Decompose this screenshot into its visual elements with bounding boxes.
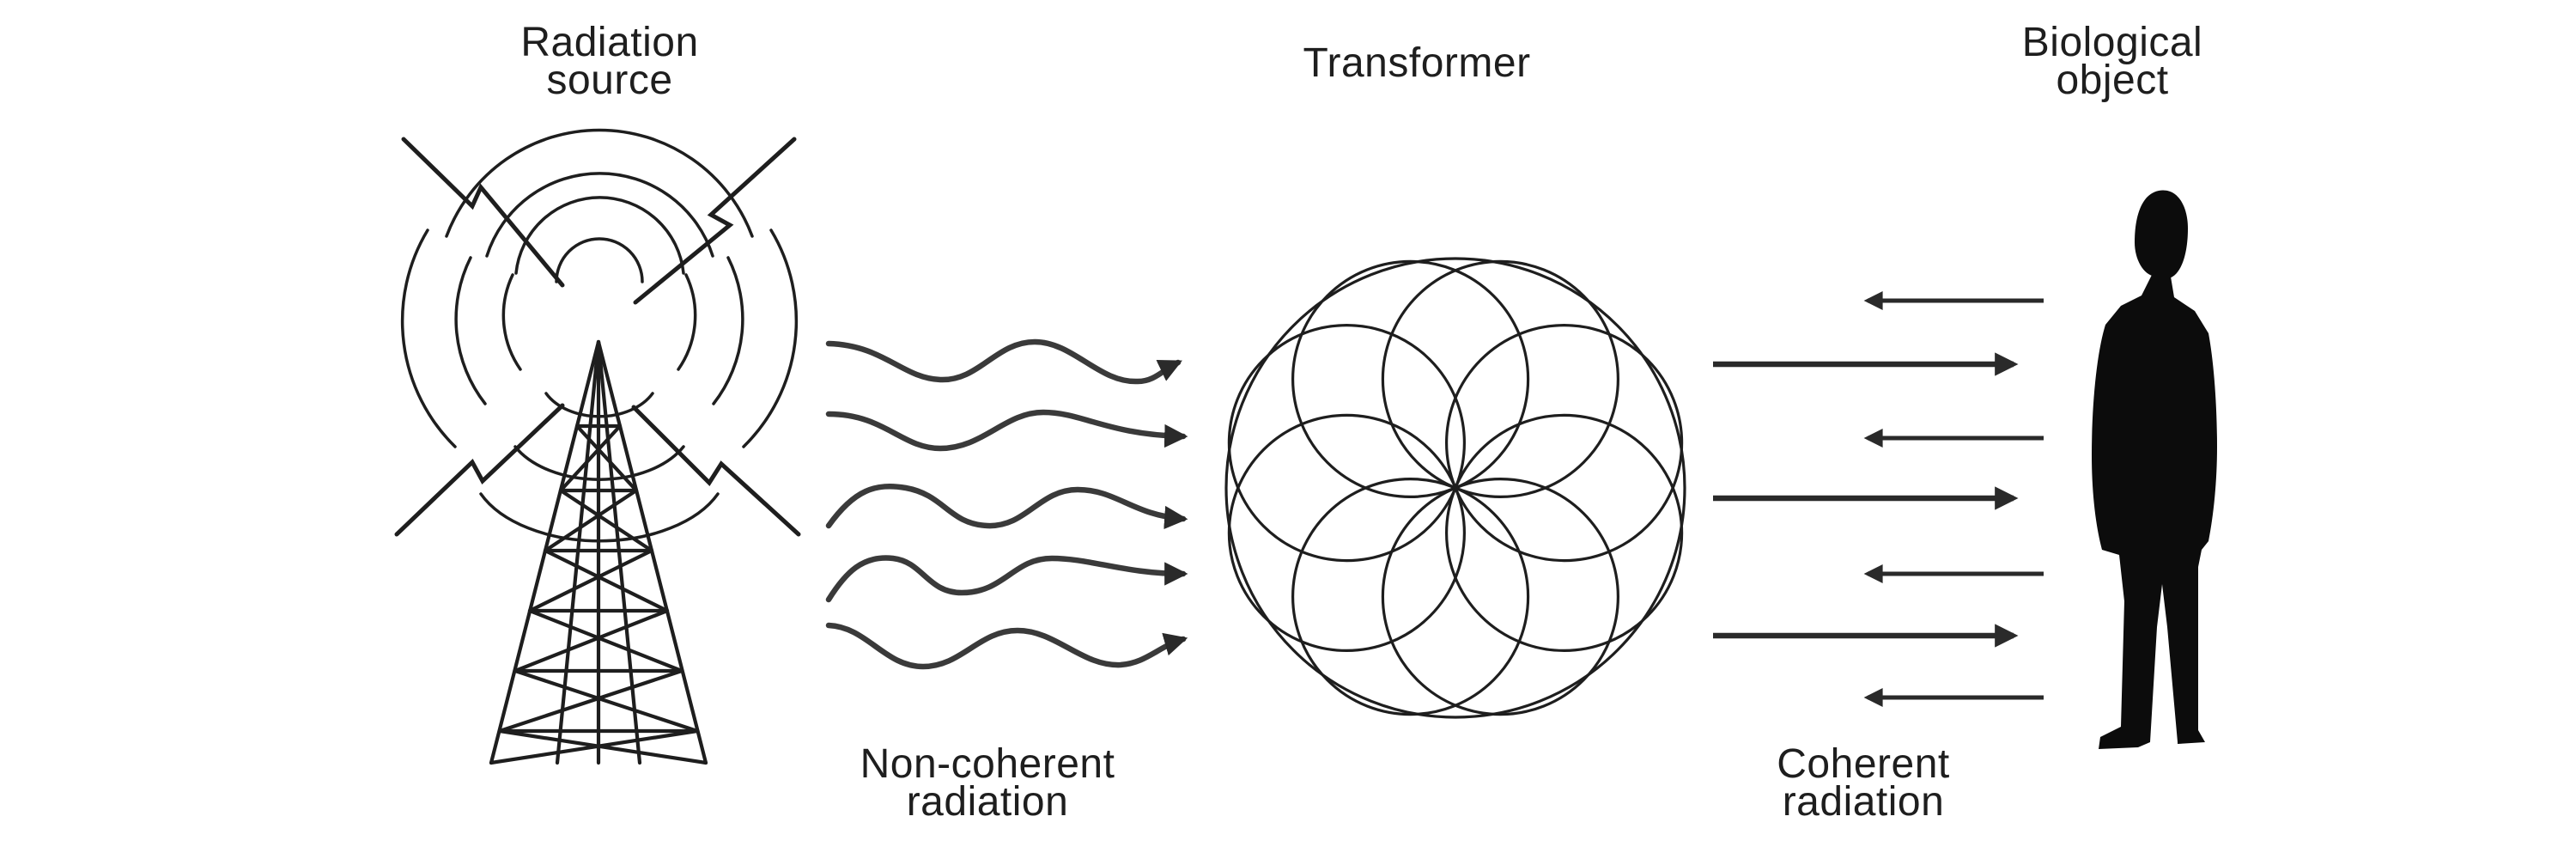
flower-petal-circle (1227, 323, 1467, 563)
flower-petal-circle (1227, 413, 1467, 653)
wave-5 (825, 622, 1188, 670)
flower-petal-circle (1291, 259, 1530, 498)
lightning-bolts (394, 137, 801, 537)
radiation-source-label: Radiation source (520, 20, 699, 103)
flower-petal-circle (1381, 259, 1620, 498)
non-coherent-waves (825, 338, 1188, 670)
biological-object-label: Biological object (2021, 20, 2203, 103)
transformer-label: Transformer (1303, 40, 1531, 86)
flower-petal-circle (1291, 477, 1530, 716)
tower-frame (489, 339, 708, 765)
flower-of-life-icon (1224, 257, 1686, 719)
wave-1 (825, 338, 1182, 385)
person-body (2092, 275, 2217, 749)
wave-4 (825, 555, 1188, 603)
flower-outer-circle (1224, 257, 1686, 719)
flower-petal-circle (1444, 323, 1684, 563)
human-silhouette-icon (2092, 190, 2217, 749)
person-head (2135, 190, 2188, 278)
broadcast-rings (400, 128, 799, 543)
coherent-radiation-label: Coherent radiation (1777, 741, 1950, 825)
flower-petal-circle (1381, 477, 1620, 716)
coherent-arrows (1713, 290, 2044, 708)
non-coherent-radiation-label: Non-coherent radiation (860, 741, 1115, 825)
flower-petal-circle (1444, 413, 1684, 653)
radio-tower-icon (394, 128, 801, 765)
wave-3 (825, 483, 1188, 530)
wave-2 (825, 409, 1188, 452)
